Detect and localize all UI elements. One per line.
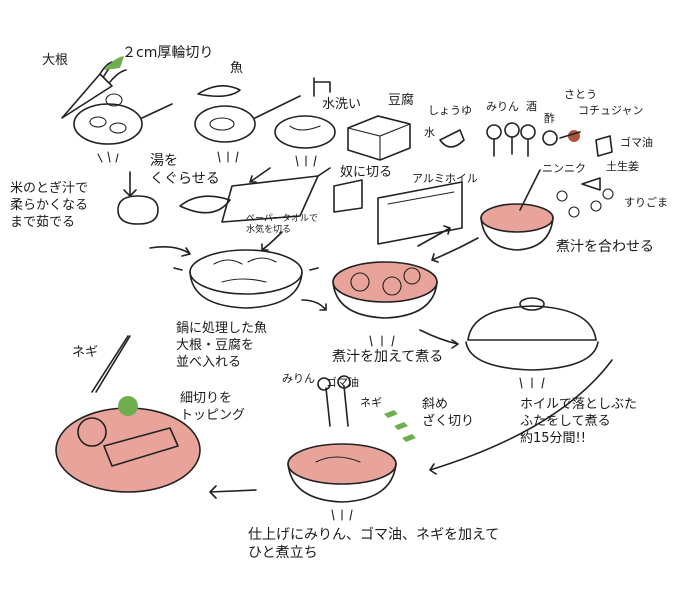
label-finish: 仕上げにみりん、ゴマ油、ネギを加えて ひと煮立ち: [248, 527, 500, 561]
label-topping: 細切りを トッピング: [180, 391, 246, 423]
label-foil-lid: ホイルで落としぶた ふたをして煮る 約15分間!!: [520, 397, 638, 446]
label-mirin: みりん: [486, 100, 519, 113]
label-mix-broth: 煮汁を合わせる: [556, 239, 654, 255]
label-paper-towel: ペーパータオルで 水気を切る: [246, 214, 318, 235]
serving-plate-drawing: [55, 396, 201, 493]
pan-fish-drawing: [194, 85, 301, 163]
label-add-broth: 煮汁を加えて煮る: [332, 349, 444, 365]
label-rinse: 水洗い: [322, 97, 362, 112]
label-tofu: 豆腐: [388, 93, 415, 108]
label-finish-mirin: みりん: [282, 372, 315, 385]
pot-broth-drawing: [332, 261, 438, 347]
label-ground-sesame: すりごま: [624, 196, 668, 209]
label-cut-2cm: ２cm厚輪切り: [122, 45, 214, 61]
label-sake: 酒: [526, 100, 537, 113]
tofu-drawing: [347, 115, 411, 161]
label-arrange: 鍋に処理した魚 大根・豆腐を 並べ入れる: [176, 321, 268, 370]
label-sesame-oil: ゴマ油: [620, 136, 653, 149]
label-water: 水: [424, 126, 435, 139]
seasonings-drawing: [439, 122, 613, 157]
rinse-bowl-drawing: [274, 77, 336, 167]
label-cut-squares: 奴に切る: [340, 165, 393, 180]
label-vinegar: 酢: [544, 112, 555, 125]
daikon-drawing: [61, 56, 127, 119]
label-sugar: さとう: [564, 88, 597, 101]
label-ginger: 土生姜: [606, 160, 639, 173]
label-slice-diag: 斜め ざく切り: [422, 397, 475, 429]
finishing-pot-drawing: [287, 375, 416, 521]
label-finish-negi: ネギ: [360, 396, 382, 409]
negi-stalk-drawing: [91, 335, 131, 393]
foil-drawing: [377, 181, 463, 245]
lidded-pot-drawing: [465, 297, 599, 389]
broth-bowl-drawing: [480, 169, 614, 251]
paper-towel-drawing: [221, 175, 363, 223]
label-boil-water: 湯を くぐらせる: [150, 153, 220, 187]
flow-arrows: [123, 167, 613, 499]
label-daikon: 大根: [42, 53, 69, 68]
label-rice-water: 米のとぎ汁で 柔らかくなる まで茹でる: [10, 181, 89, 230]
label-gochujang: コチュジャン: [578, 104, 644, 117]
label-finish-sesame: ゴマ油: [326, 376, 359, 389]
label-fish: 魚: [230, 61, 244, 76]
pot-arranged-drawing: [173, 249, 319, 309]
pan-daikon-drawing: [73, 93, 173, 163]
label-garlic: ニンニク: [542, 162, 586, 175]
label-foil: アルミホイル: [412, 172, 478, 185]
label-topping-negi: ネギ: [72, 345, 99, 360]
label-soy: しょうゆ: [428, 104, 472, 117]
boiled-pieces-drawing: [117, 195, 231, 225]
